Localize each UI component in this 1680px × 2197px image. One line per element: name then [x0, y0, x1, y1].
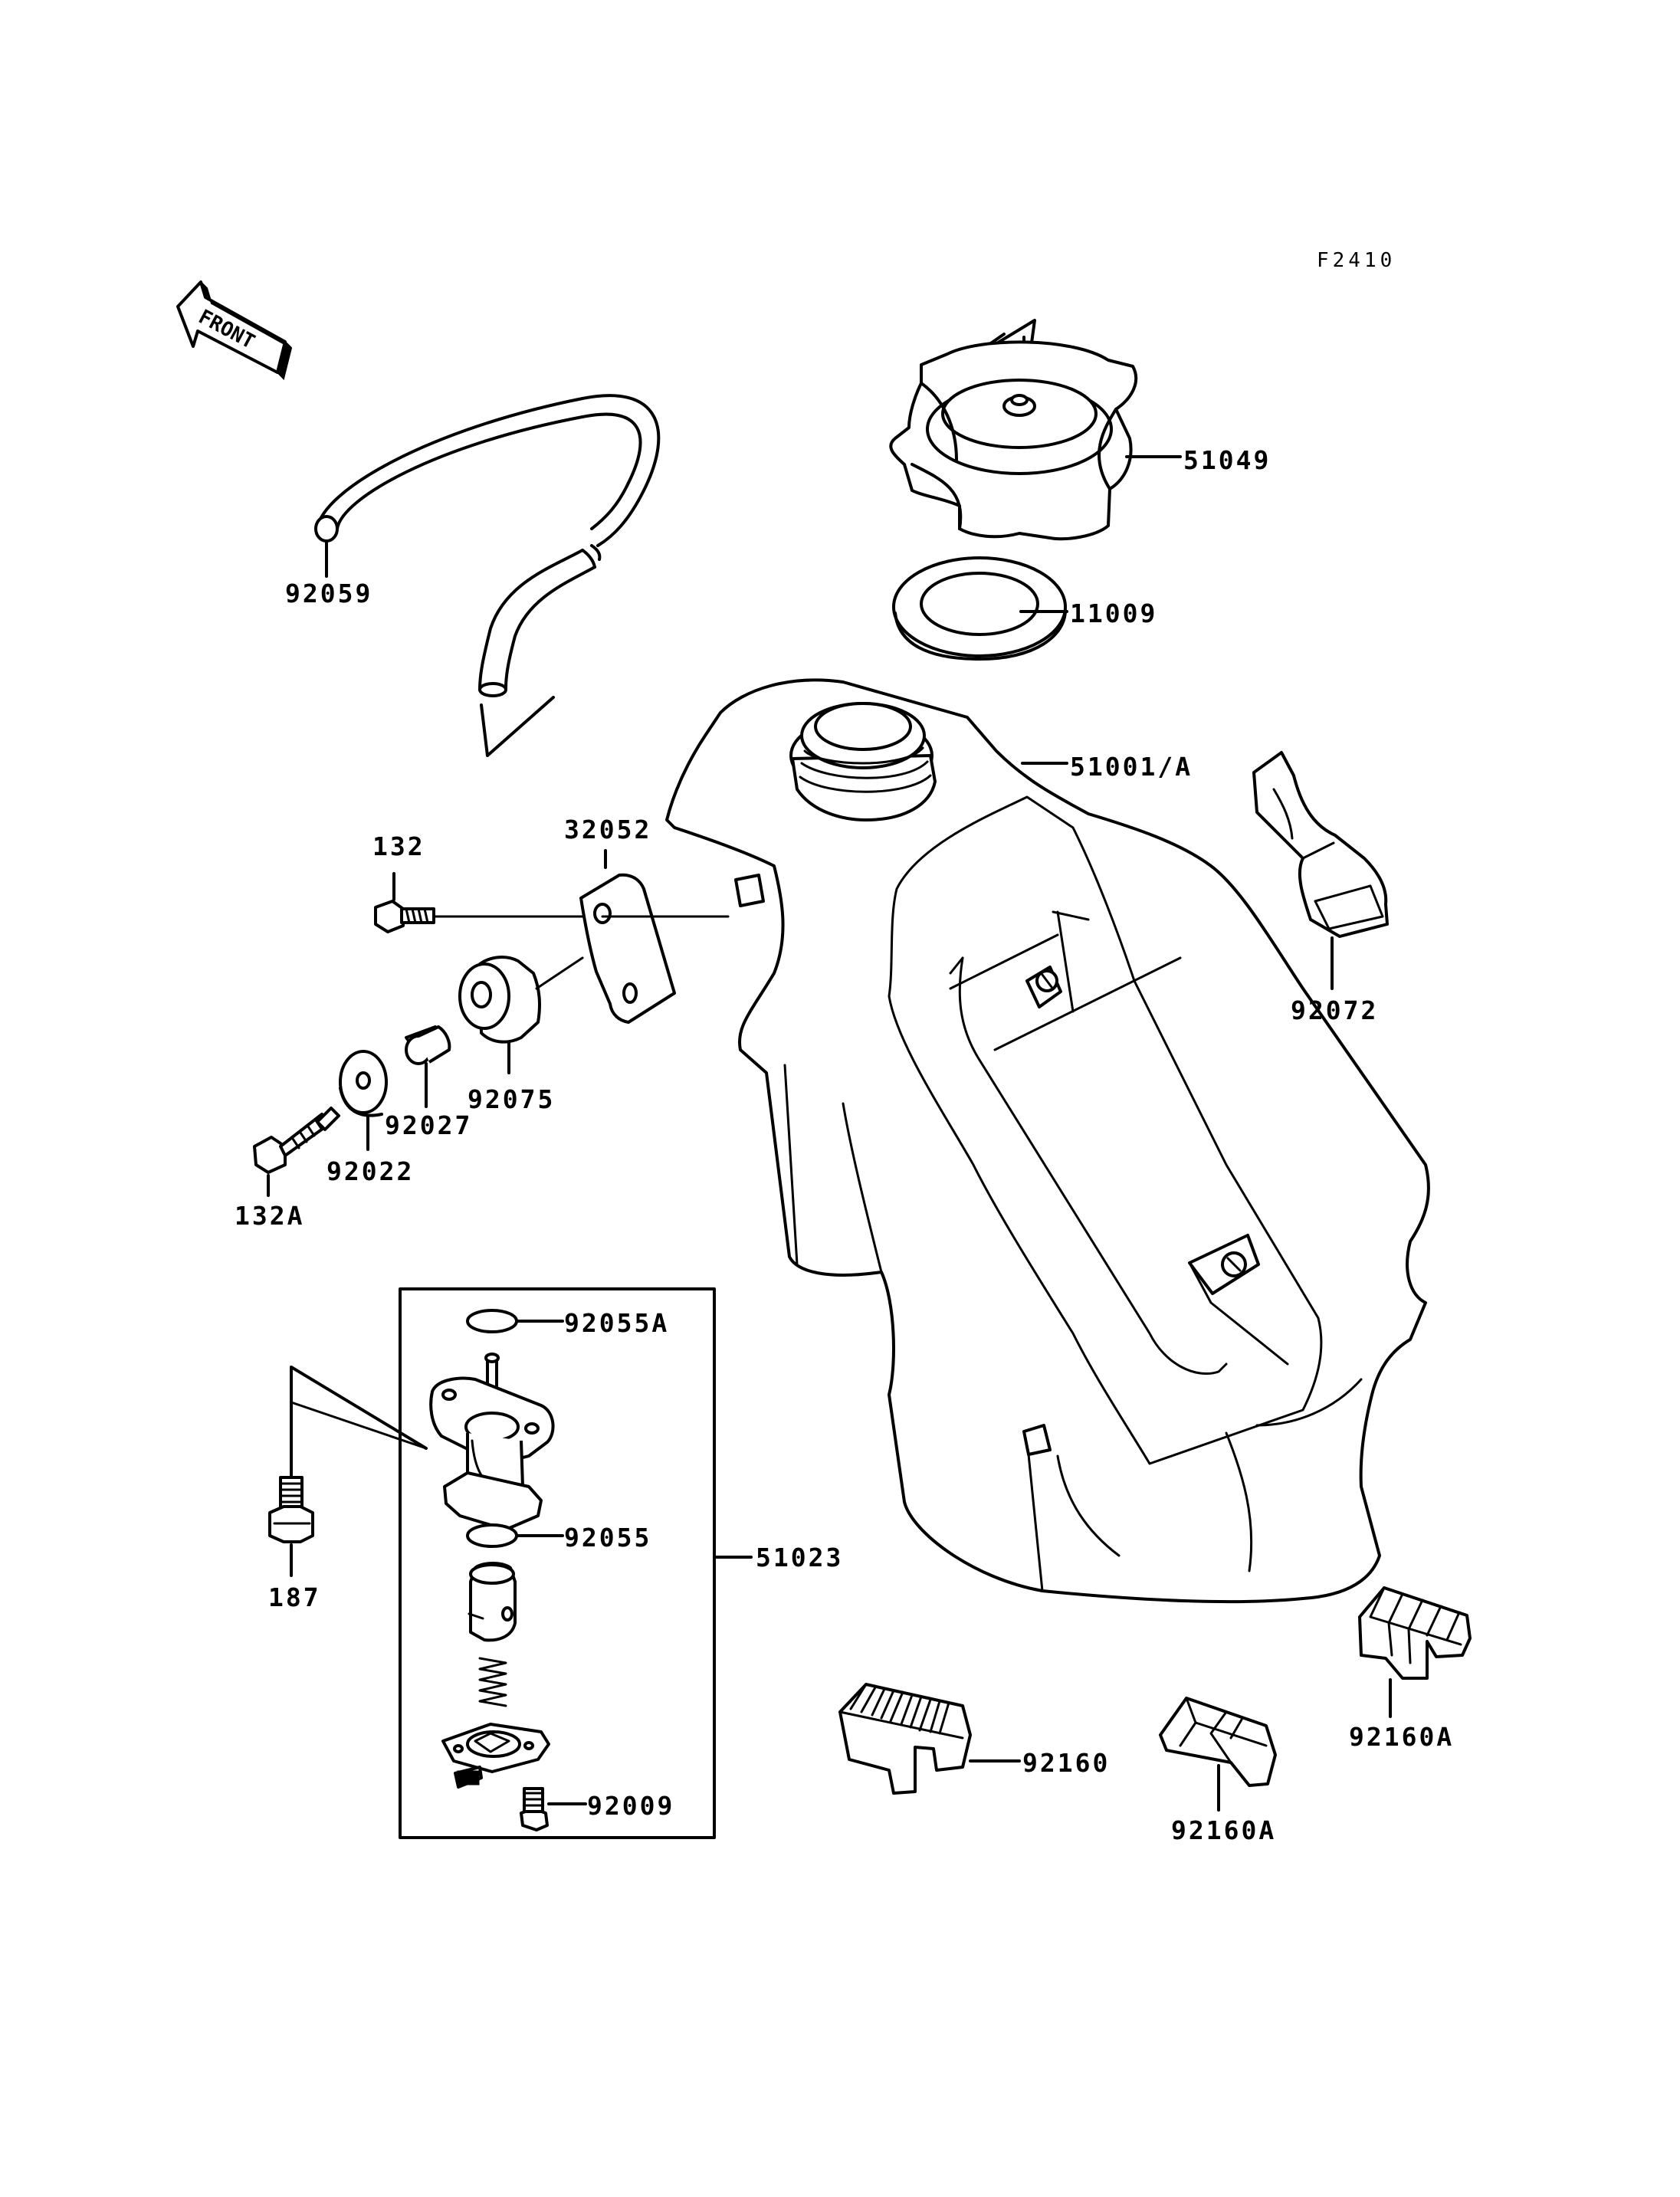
label-92055: 92055: [564, 1523, 651, 1553]
tank-strap: [1252, 751, 1389, 938]
label-32052: 32052: [564, 815, 651, 844]
cap-gasket: [892, 556, 1067, 661]
label-51001a: 51001/A: [1070, 752, 1193, 782]
valve-spring: [478, 1657, 507, 1707]
o-ring-92055: [466, 1523, 518, 1548]
label-92072: 92072: [1291, 995, 1378, 1025]
fuel-tank: [665, 678, 1430, 1604]
fuel-cock-plate: [441, 1723, 550, 1789]
bolt-187: [268, 1476, 314, 1543]
label-92160: 92160: [1022, 1748, 1110, 1778]
label-92009: 92009: [587, 1791, 674, 1821]
label-92160a-right: 92160A: [1349, 1722, 1454, 1752]
label-132: 132: [372, 831, 425, 861]
label-51023: 51023: [756, 1543, 843, 1572]
label-132a: 132A: [235, 1201, 304, 1231]
label-92059: 92059: [285, 579, 372, 608]
label-92027: 92027: [385, 1110, 472, 1140]
front-arrow-icon: FRONT: [176, 280, 293, 380]
fuel-cock-box: [399, 1287, 716, 1839]
rubber-damper-92160a-left: [1159, 1697, 1277, 1787]
rubber-damper: [458, 956, 584, 1044]
fuel-hose: [314, 394, 661, 757]
collar: [405, 1025, 451, 1065]
o-ring-92055a: [466, 1309, 518, 1333]
label-11009: 11009: [1070, 598, 1157, 628]
label-51049: 51049: [1183, 445, 1271, 475]
mounting-bracket: [579, 873, 676, 1024]
screw-92009: [520, 1787, 549, 1831]
label-92075: 92075: [468, 1084, 555, 1114]
label-187: 187: [268, 1582, 321, 1612]
bolt-132a: [253, 1107, 340, 1174]
rubber-damper-92160a-right: [1358, 1586, 1472, 1680]
diagram-code: F2410: [1317, 249, 1396, 272]
label-92160a-left: 92160A: [1171, 1815, 1276, 1845]
fuel-cock-valve: [468, 1562, 517, 1642]
label-92055a: 92055A: [564, 1308, 669, 1338]
label-92022: 92022: [326, 1156, 414, 1186]
fuel-cock-body: [290, 1353, 555, 1531]
bolt-132: [374, 900, 584, 933]
washer: [339, 1050, 388, 1117]
rubber-damper-92160: [838, 1683, 972, 1795]
fuel-cap: [889, 319, 1138, 541]
